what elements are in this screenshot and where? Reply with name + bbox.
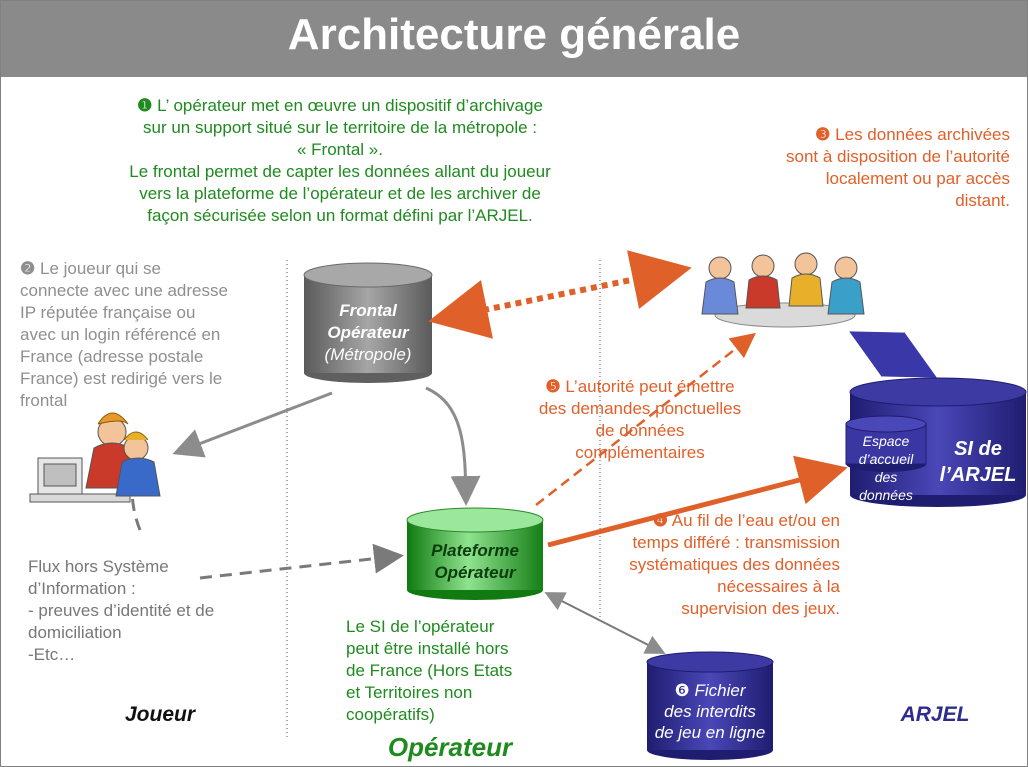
zone-joueur-label: Joueur: [124, 703, 195, 726]
arrow-transmission: [547, 455, 848, 548]
step3-number: ❸: [815, 125, 831, 144]
espace-line: des: [874, 469, 898, 485]
step5-line: de données: [595, 421, 685, 440]
arrow-frontal-joueur: [172, 391, 333, 458]
page-title: Architecture générale: [287, 10, 741, 59]
plateforme-cylinder: [406, 507, 544, 600]
arrow-autorite-si: [849, 331, 937, 378]
si-arjel-label: SI de l’ARJEL: [930, 436, 1026, 488]
step5-line: des demandes ponctuelles: [538, 399, 742, 418]
step2-number: ❷: [20, 259, 36, 278]
si-operateur-line: Le SI de l’opérateur: [346, 617, 495, 636]
step6-number: ❻: [674, 681, 690, 700]
flux-line: - preuves d’identité et de: [28, 601, 215, 620]
plateforme-line: Plateforme: [431, 541, 519, 560]
si-operateur-block: Le SI de l’opérateur peut être installé …: [346, 616, 576, 726]
espace-accueil-cylinder: [845, 415, 927, 472]
step2-line: connecte avec une adresse: [20, 281, 228, 300]
frontal-cylinder: [303, 262, 433, 383]
si-operateur-line: peut être installé hors: [346, 639, 509, 658]
step2-block: ❷ Le joueur qui se connecte avec une adr…: [20, 258, 290, 412]
fichier-line: Fichier: [694, 681, 746, 700]
step5-line: complémentaires: [575, 443, 705, 462]
joueur-illustration: [29, 412, 161, 503]
step3-line: Les données archivées: [835, 125, 1010, 144]
step2-line: Le joueur qui se: [39, 259, 161, 278]
step4-line: supervision des jeux.: [681, 599, 840, 618]
step5-number: ❺: [545, 377, 561, 396]
arrow-demandes: [535, 332, 756, 506]
step5-block: ❺ L’autorité peut émettre des demandes p…: [520, 376, 760, 464]
frontal-line: Opérateur: [327, 323, 409, 342]
espace-line: d’accueil: [858, 451, 914, 467]
zone-operateur-label: Opérateur: [387, 732, 513, 762]
step3-line: distant.: [955, 191, 1010, 210]
frontal-line: (Métropole): [324, 345, 412, 364]
step1-line: sur un support situé sur le territoire d…: [142, 118, 538, 137]
step3-line: localement ou par accès: [825, 169, 1010, 188]
autorite-illustration: [701, 252, 865, 328]
flux-line: Flux hors Système: [28, 557, 169, 576]
step4-line: Au fil de l’eau et/ou en: [671, 511, 840, 530]
fichier-line: de jeu en ligne: [654, 723, 766, 742]
step5-line: L’autorité peut émettre: [565, 377, 735, 396]
step4-line: systématiques des données: [629, 555, 840, 574]
si-arjel-line: l’ARJEL: [939, 464, 1017, 486]
step4-block: ❹ Au fil de l’eau et/ou en temps différé…: [560, 510, 840, 620]
plateforme-line: Opérateur: [434, 563, 516, 582]
zone-arjel-label: ARJEL: [900, 703, 970, 726]
step1-line: L’ opérateur met en œuvre un dispositif …: [157, 96, 543, 115]
flux-block: Flux hors Système d’Information : - preu…: [28, 556, 278, 666]
si-operateur-line: de France (Hors Etats: [346, 661, 513, 680]
step4-line: temps différé : transmission: [632, 533, 840, 552]
espace-line: Espace: [862, 433, 910, 449]
step3-block: ❸ Les données archivées sont à dispositi…: [690, 124, 1010, 212]
fichier-interdits-cylinder: [646, 651, 774, 760]
step1-line: façon sécurisée selon un format défini p…: [147, 206, 533, 225]
espace-accueil-label: Espace d’accueil des données: [846, 432, 926, 504]
step2-line: frontal: [20, 391, 68, 410]
fichier-interdits-label: ❻ Fichier des interdits de jeu en ligne: [647, 680, 773, 743]
step2-line: avec un login référencé en: [20, 325, 221, 344]
step3-line: sont à disposition de l’autorité: [786, 147, 1010, 166]
arrow-plateforme-fichier: [544, 592, 666, 654]
step4-line: nécessaires à la: [717, 577, 840, 596]
espace-line: données: [859, 487, 913, 503]
step1-line: « Frontal ».: [297, 140, 383, 159]
title-bar: [1, 1, 1027, 77]
arrow-frontal-autorite: [428, 250, 692, 339]
step1-line: vers la plateforme de l’opérateur et de …: [139, 184, 541, 203]
arrow-flux-plateforme: [199, 543, 404, 580]
fichier-line: des interdits: [664, 702, 756, 721]
step1-number: ❶: [137, 96, 153, 115]
arrow-frontal-plateforme: [425, 386, 481, 506]
step4-number: ❹: [652, 511, 668, 530]
frontal-label: Frontal Opérateur (Métropole): [304, 300, 432, 366]
si-arjel-line: SI de: [954, 438, 1002, 460]
step2-line: France) est redirigé vers le: [20, 369, 223, 388]
flux-line: -Etc…: [28, 645, 76, 664]
plateforme-label: Plateforme Opérateur: [407, 540, 543, 584]
frontal-line: Frontal: [339, 301, 397, 320]
flux-line: d’Information :: [28, 579, 136, 598]
flux-line: domiciliation: [28, 623, 122, 642]
si-operateur-line: et Territoires non: [346, 683, 473, 702]
step2-line: France (adresse postale: [20, 347, 204, 366]
si-operateur-line: coopératifs): [346, 705, 435, 724]
step1-block: ❶ L’ opérateur met en œuvre un dispositi…: [60, 95, 620, 227]
step1-line: Le frontal permet de capter les données …: [129, 162, 551, 181]
step2-line: IP réputée française ou: [20, 303, 196, 322]
